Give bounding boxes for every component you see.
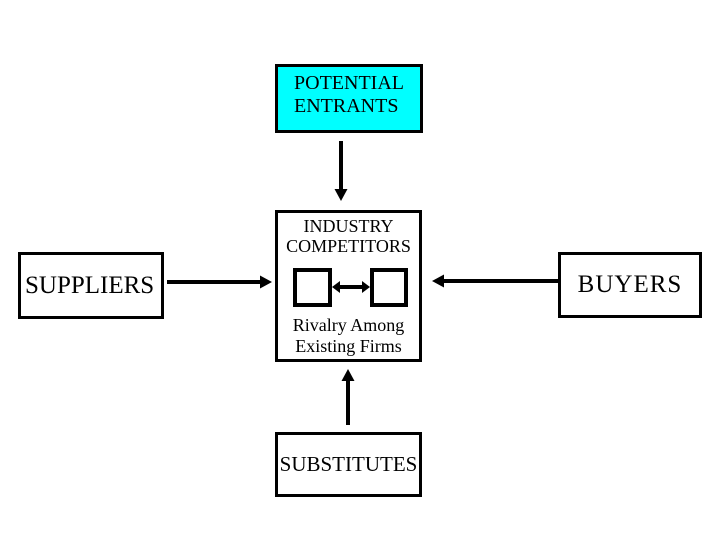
potential-entrants-label-line2: ENTRANTS bbox=[294, 95, 399, 117]
arrow-head-right bbox=[260, 275, 272, 289]
arrow-substitutes-to-competitors bbox=[341, 369, 355, 425]
box-industry-competitors: INDUSTRY COMPETITORS Rivalry Among Exist… bbox=[275, 210, 422, 362]
substitutes-label: SUBSTITUTES bbox=[279, 452, 418, 476]
suppliers-label: SUPPLIERS bbox=[25, 271, 155, 299]
industry-competitors-title: INDUSTRY COMPETITORS bbox=[278, 216, 419, 256]
arrow-head-right bbox=[362, 281, 370, 293]
box-buyers: BUYERS bbox=[558, 252, 702, 318]
rivalry-caption: Rivalry Among Existing Firms bbox=[278, 315, 419, 357]
arrow-head-up bbox=[341, 369, 355, 381]
rival-firm-square-right bbox=[370, 268, 408, 307]
buyers-label: BUYERS bbox=[577, 271, 683, 298]
industry-competitors-title-line2: COMPETITORS bbox=[286, 236, 411, 256]
potential-entrants-label-line1: POTENTIAL bbox=[294, 72, 404, 94]
box-suppliers: SUPPLIERS bbox=[18, 252, 164, 319]
arrow-entrants-to-competitors bbox=[334, 141, 348, 201]
arrow-suppliers-to-competitors bbox=[167, 275, 272, 289]
arrow-rivalry-double bbox=[332, 281, 370, 293]
arrow-head-left bbox=[432, 274, 444, 288]
arrow-buyers-to-competitors bbox=[432, 274, 558, 288]
rivalry-caption-line1: Rivalry Among bbox=[292, 315, 405, 335]
industry-competitors-title-line1: INDUSTRY bbox=[303, 216, 394, 236]
box-substitutes: SUBSTITUTES bbox=[275, 432, 422, 497]
rivalry-caption-line2: Existing Firms bbox=[295, 336, 402, 356]
box-potential-entrants: POTENTIAL ENTRANTS bbox=[275, 64, 423, 133]
arrow-head-left bbox=[332, 281, 340, 293]
rival-firm-square-left bbox=[293, 268, 332, 307]
arrow-head-down bbox=[334, 189, 348, 201]
